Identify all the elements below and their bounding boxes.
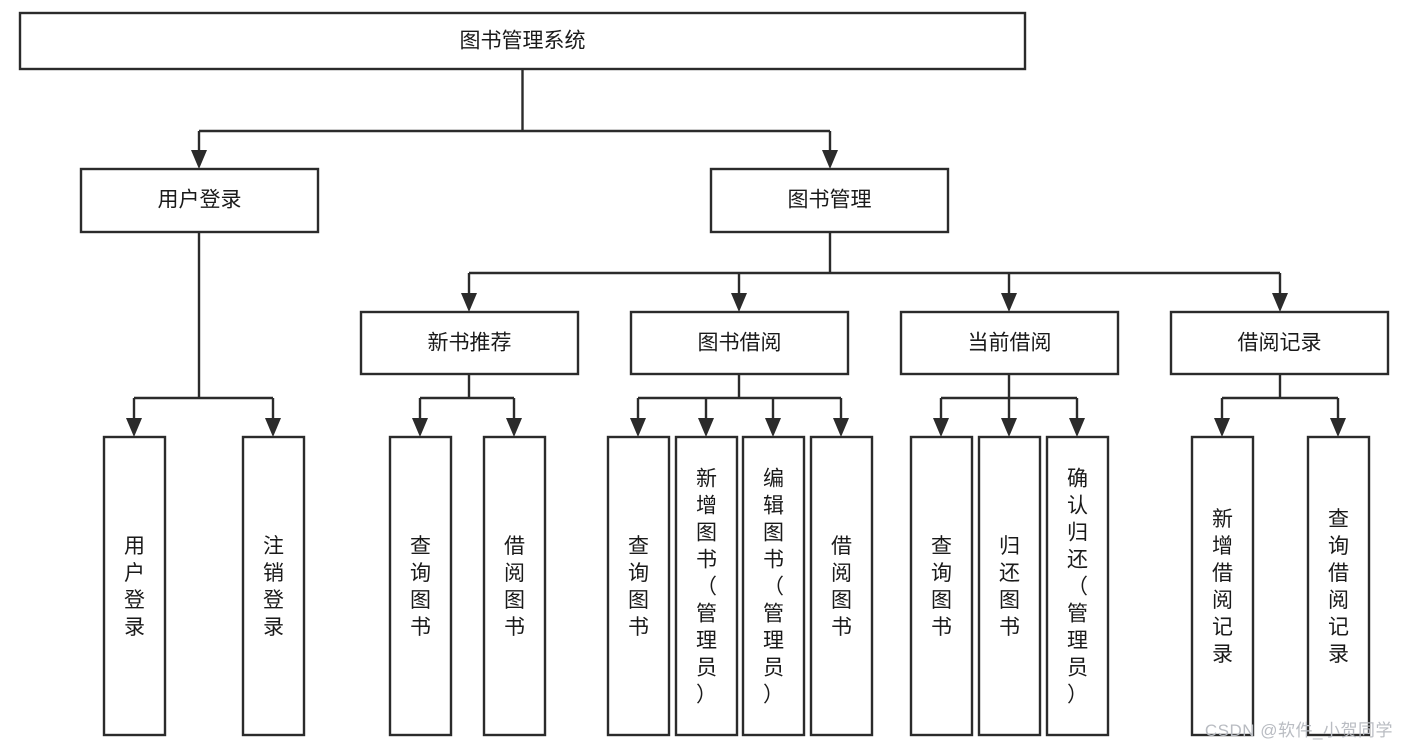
node-current-borrow-box[interactable] bbox=[899, 310, 1120, 376]
node-leaf-add-record[interactable]: 新增借阅记录 bbox=[1190, 435, 1255, 737]
node-borrow-record-label: 借阅记录 bbox=[1238, 332, 1322, 355]
connector-userlogin-to-leaves bbox=[126, 232, 281, 437]
node-leaf-add-record-label: 新增借阅记录 bbox=[1212, 508, 1233, 666]
node-current-borrow[interactable]: 当前借阅 bbox=[899, 310, 1120, 376]
node-leaf-borrow-book-1-box[interactable] bbox=[482, 435, 547, 737]
node-new-book-rec-label: 新书推荐 bbox=[428, 332, 512, 355]
node-leaf-confirm-return-box[interactable] bbox=[1045, 435, 1110, 737]
node-book-borrow-label: 图书借阅 bbox=[698, 332, 782, 355]
node-leaf-logout-box[interactable] bbox=[241, 435, 306, 737]
node-book-manage[interactable]: 图书管理 bbox=[709, 167, 950, 234]
node-root-label: 图书管理系统 bbox=[460, 30, 586, 53]
node-leaf-query-record[interactable]: 查询借阅记录 bbox=[1306, 435, 1371, 737]
node-leaf-logout-label: 注销登录 bbox=[263, 535, 284, 639]
node-book-borrow-box[interactable] bbox=[629, 310, 850, 376]
node-user-login-label: 用户登录 bbox=[158, 189, 242, 212]
node-leaf-query-book-2[interactable]: 查询图书 bbox=[606, 435, 671, 737]
node-leaf-query-book-2-label: 查询图书 bbox=[628, 535, 649, 639]
node-leaf-query-book-1-label: 查询图书 bbox=[410, 535, 431, 639]
node-leaf-borrow-book-1[interactable]: 借阅图书 bbox=[482, 435, 547, 737]
node-leaf-confirm-return-label: 确认归还（管理员） bbox=[1067, 468, 1088, 707]
node-leaf-query-record-label: 查询借阅记录 bbox=[1328, 508, 1349, 666]
node-leaf-add-book-box[interactable] bbox=[674, 435, 739, 737]
node-leaf-add-book-label: 新增图书（管理员） bbox=[696, 468, 717, 707]
node-leaf-add-book[interactable]: 新增图书（管理员） bbox=[674, 435, 739, 737]
connector-currentborrow-to-leaves bbox=[933, 374, 1085, 437]
node-borrow-record-box[interactable] bbox=[1169, 310, 1390, 376]
node-leaf-borrow-book-2-box[interactable] bbox=[809, 435, 874, 737]
node-leaf-query-book-3-box[interactable] bbox=[909, 435, 974, 737]
node-root-box[interactable] bbox=[18, 11, 1027, 71]
node-leaf-query-book-2-box[interactable] bbox=[606, 435, 671, 737]
node-leaf-borrow-book-1-label: 借阅图书 bbox=[504, 535, 525, 639]
node-leaf-return-book-label: 归还图书 bbox=[999, 535, 1020, 639]
node-leaf-user-login-label: 用户登录 bbox=[124, 535, 145, 639]
node-new-book-rec[interactable]: 新书推荐 bbox=[359, 310, 580, 376]
node-root[interactable]: 图书管理系统 bbox=[18, 11, 1027, 71]
connector-borrowrecord-to-leaves bbox=[1214, 374, 1346, 437]
node-leaf-add-record-box[interactable] bbox=[1190, 435, 1255, 737]
node-leaf-borrow-book-2-label: 借阅图书 bbox=[831, 535, 852, 639]
connector-bookborrow-to-leaves bbox=[630, 374, 849, 437]
node-leaf-query-book-3[interactable]: 查询图书 bbox=[909, 435, 974, 737]
node-leaf-borrow-book-2[interactable]: 借阅图书 bbox=[809, 435, 874, 737]
node-leaf-query-record-box[interactable] bbox=[1306, 435, 1371, 737]
node-current-borrow-label: 当前借阅 bbox=[968, 332, 1052, 355]
node-leaf-return-book-box[interactable] bbox=[977, 435, 1042, 737]
node-leaf-user-login-box[interactable] bbox=[102, 435, 167, 737]
node-new-book-rec-box[interactable] bbox=[359, 310, 580, 376]
node-book-manage-label: 图书管理 bbox=[788, 189, 872, 212]
node-leaf-return-book[interactable]: 归还图书 bbox=[977, 435, 1042, 737]
node-leaf-edit-book-label: 编辑图书（管理员） bbox=[763, 468, 784, 707]
node-borrow-record[interactable]: 借阅记录 bbox=[1169, 310, 1390, 376]
node-leaf-query-book-1[interactable]: 查询图书 bbox=[388, 435, 453, 737]
csdn-watermark: CSDN @软件_小贺同学 bbox=[1204, 721, 1393, 740]
connector-newbook-to-leaves bbox=[412, 374, 522, 437]
node-leaf-confirm-return[interactable]: 确认归还（管理员） bbox=[1045, 435, 1110, 737]
node-book-borrow[interactable]: 图书借阅 bbox=[629, 310, 850, 376]
connector-root-to-level2 bbox=[191, 69, 838, 169]
node-leaf-logout[interactable]: 注销登录 bbox=[241, 435, 306, 737]
node-leaf-edit-book[interactable]: 编辑图书（管理员） bbox=[741, 435, 806, 737]
node-leaf-user-login[interactable]: 用户登录 bbox=[102, 435, 167, 737]
connector-bookmanage-to-level3 bbox=[461, 232, 1288, 312]
node-leaf-edit-book-box[interactable] bbox=[741, 435, 806, 737]
node-user-login[interactable]: 用户登录 bbox=[79, 167, 320, 234]
node-leaf-query-book-1-box[interactable] bbox=[388, 435, 453, 737]
node-book-manage-box[interactable] bbox=[709, 167, 950, 234]
node-leaf-query-book-3-label: 查询图书 bbox=[931, 535, 952, 639]
node-user-login-box[interactable] bbox=[79, 167, 320, 234]
